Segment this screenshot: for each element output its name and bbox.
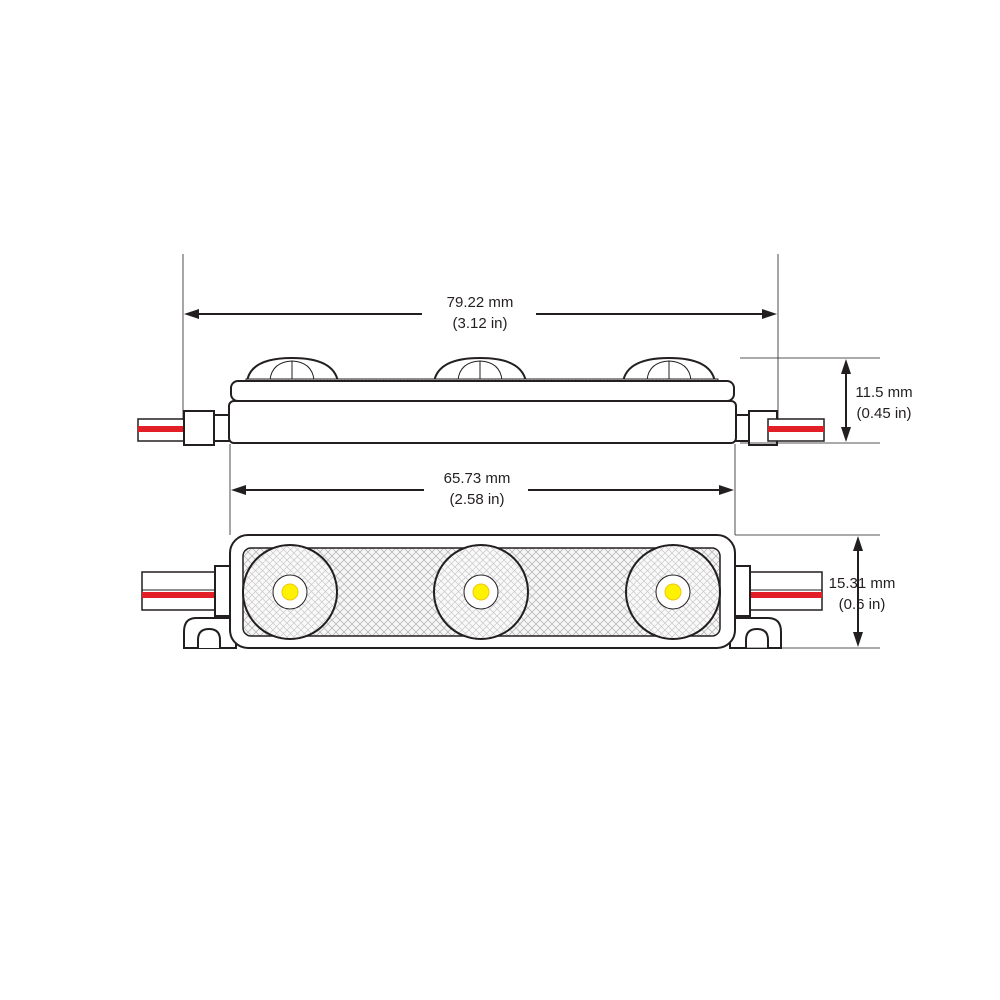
led-chip-1: [281, 583, 299, 601]
screw-slot-right: [745, 627, 769, 648]
red-wire-front-left: [142, 592, 218, 598]
overall-length-mm: 79.22 mm: [447, 294, 514, 311]
led-1: [242, 544, 338, 640]
led-chip-2: [472, 583, 490, 601]
led-2: [433, 544, 529, 640]
side-view: [137, 356, 825, 446]
width-in: (0.6 in): [839, 596, 886, 613]
dimension-width: 15.31 mm (0.6 in): [735, 534, 896, 649]
left-wire-side: [137, 410, 233, 446]
right-wire-front: [733, 565, 823, 617]
width-mm: 15.31 mm: [829, 575, 896, 592]
height-mm: 11.5 mm: [855, 384, 912, 401]
dimension-height: 11.5 mm (0.45 in): [740, 357, 913, 444]
body-length-mm: 65.73 mm: [444, 470, 511, 487]
overall-length-in: (3.12 in): [452, 315, 507, 332]
led-3: [625, 544, 721, 640]
red-wire-front-right: [746, 592, 822, 598]
led-chip-3: [664, 583, 682, 601]
module-body-side: [228, 400, 737, 444]
top-plate-side: [230, 380, 735, 402]
red-wire-side-left: [138, 426, 194, 432]
body-length-in: (2.58 in): [449, 491, 504, 508]
dimension-overall-length: 79.22 mm (3.12 in): [182, 254, 779, 420]
red-wire-side-right: [768, 426, 824, 432]
dimension-body-length: 65.73 mm (2.58 in): [229, 444, 736, 535]
height-in: (0.45 in): [856, 405, 911, 422]
front-view: [141, 534, 823, 649]
right-wire-side: [734, 410, 825, 446]
screw-slot-left: [197, 627, 221, 648]
left-wire-front: [141, 565, 232, 617]
lens-domes-side: [245, 356, 717, 383]
